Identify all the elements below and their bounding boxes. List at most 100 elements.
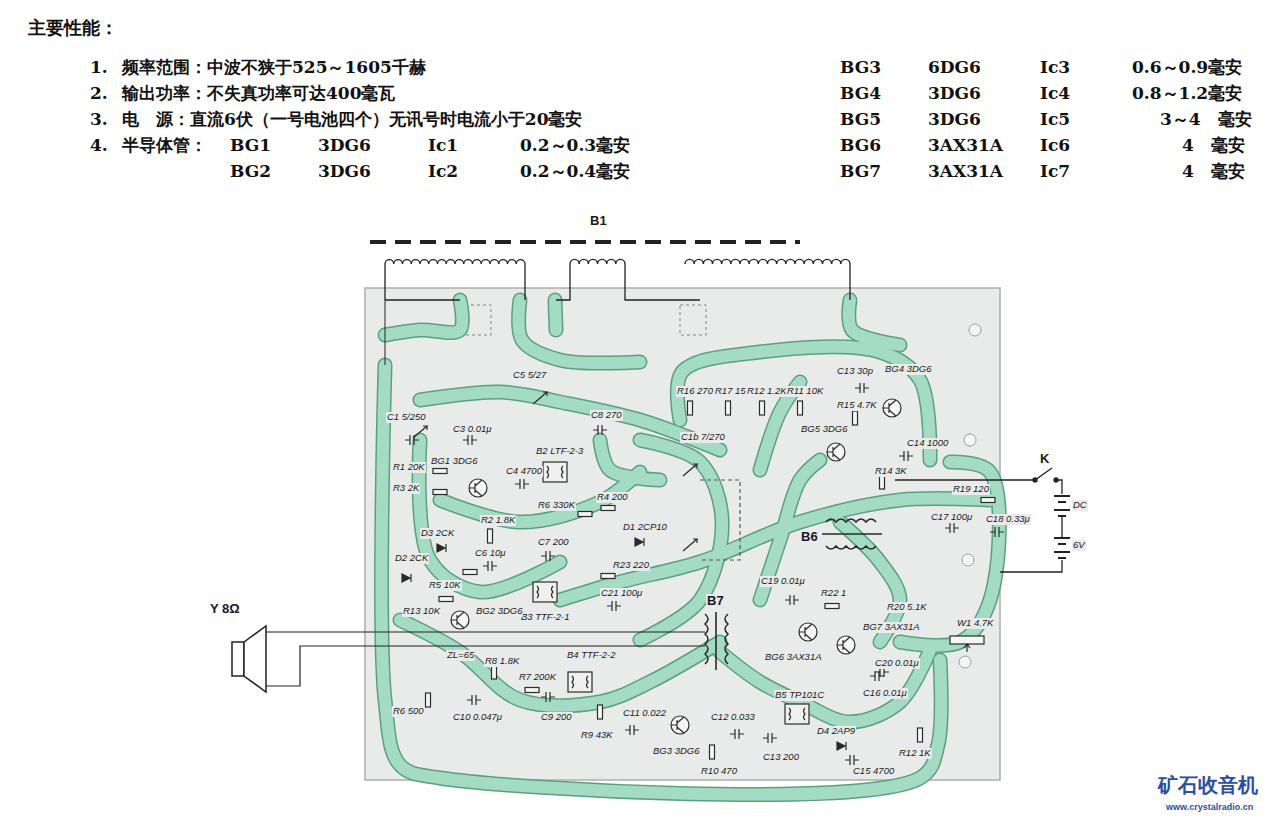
component-label: D4 2AP9 xyxy=(816,726,856,737)
component-label: C7 200 xyxy=(537,537,570,548)
component-label: R16 270 xyxy=(676,386,714,397)
component-label: BG1 3DG6 xyxy=(430,456,478,467)
copper-trace xyxy=(849,300,900,345)
diode-symbol xyxy=(837,742,846,750)
copper-trace xyxy=(600,440,660,480)
component-label: C14 1000 xyxy=(906,438,949,449)
trace-outline xyxy=(640,440,722,640)
trace-group xyxy=(382,300,1000,795)
transistor-leads xyxy=(837,637,850,653)
transistor-symbol xyxy=(827,443,845,461)
component-label: C9 200 xyxy=(540,712,573,723)
transformer-symbol xyxy=(822,519,882,549)
watermark-url: www.crystalradio.cn xyxy=(1166,802,1253,812)
transformer-symbol xyxy=(705,612,728,670)
spec-text: 4 毫安 xyxy=(1182,136,1245,156)
mount-hole xyxy=(959,656,971,668)
spec-text: 4. xyxy=(90,136,108,156)
resistor-symbol xyxy=(598,705,603,719)
component-label: D2 2CK xyxy=(394,553,429,564)
copper-trace xyxy=(555,300,556,330)
antenna-coil xyxy=(685,259,850,264)
component-label: R12 1K xyxy=(898,748,932,759)
part-name: B7 xyxy=(706,594,725,609)
copper-trace xyxy=(420,392,720,450)
part-name: K xyxy=(1040,452,1049,467)
variable-capacitor-arrow xyxy=(533,392,547,404)
spec-text: 3～4 毫安 xyxy=(1160,110,1252,130)
spec-text: 频率范围：中波不狭于525～1605千赫 xyxy=(122,58,426,78)
resistor-symbol xyxy=(880,475,885,489)
resistor-symbol xyxy=(601,574,615,579)
spec-text: 1. xyxy=(90,58,108,78)
transistor-symbol xyxy=(799,623,817,641)
component-label: ZL=65 xyxy=(446,650,475,661)
component-group xyxy=(402,383,1004,765)
coil-winding xyxy=(547,466,563,478)
page-title: 主要性能： xyxy=(28,18,118,39)
component-label: C4 4700 xyxy=(505,466,543,477)
component-label: C12 0.033 xyxy=(710,712,756,723)
copper-trace xyxy=(519,300,640,363)
spec-text: BG2 xyxy=(230,162,271,182)
capacitor-symbol xyxy=(541,551,555,561)
speaker-magnet xyxy=(232,642,244,676)
transistor-symbol xyxy=(837,636,855,654)
component-label: R3 2K xyxy=(392,483,420,494)
capacitor-symbol xyxy=(593,425,607,435)
transistor-symbol xyxy=(671,716,689,734)
capacitor-symbol xyxy=(763,733,777,743)
copper-trace xyxy=(760,460,820,600)
spec-text: BG7 xyxy=(840,162,881,182)
resistor-symbol xyxy=(760,401,765,415)
battery-label: 6V xyxy=(1072,540,1086,551)
copper-trace xyxy=(419,440,560,592)
part-name: B1 xyxy=(590,214,607,229)
coil-winding xyxy=(572,676,588,688)
component-label: C3 0.01μ xyxy=(452,424,492,435)
trace-outline xyxy=(519,300,640,363)
capacitor-symbol xyxy=(990,527,1004,537)
variable-capacitor-arrow xyxy=(683,464,697,476)
spec-text: 6DG6 xyxy=(928,58,981,78)
spec-text: 0.2～0.4毫安 xyxy=(520,162,630,182)
spec-text: 3DG6 xyxy=(318,162,371,182)
battery-group xyxy=(895,468,1070,572)
component-label: R23 220 xyxy=(612,560,650,571)
resistor-symbol xyxy=(463,570,477,575)
spec-text: 3AX31A xyxy=(928,162,1003,182)
component-label: R7 200K xyxy=(518,672,557,683)
component-label: R20 5.1K xyxy=(886,602,928,613)
coil-can xyxy=(568,672,592,692)
variable-capacitor-arrow xyxy=(683,539,697,551)
spec-text: Ic7 xyxy=(1040,162,1070,182)
transistor-leads xyxy=(451,612,464,628)
spec-text: 半导体管： xyxy=(122,136,207,156)
trace-outline xyxy=(400,620,720,706)
switch-contact xyxy=(1054,478,1058,482)
spec-text: Ic5 xyxy=(1040,110,1070,130)
component-label: C1b 7/270 xyxy=(680,432,726,443)
component-label: C15 4700 xyxy=(852,766,895,777)
variable-capacitor-arrow xyxy=(413,426,427,438)
transistor-symbol xyxy=(883,399,901,417)
component-label: R2 1.8K xyxy=(480,515,516,526)
component-label: R10 470 xyxy=(700,766,738,777)
component-label: BG5 3DG6 xyxy=(800,424,848,435)
potentiometer-wiper xyxy=(964,644,970,652)
component-label: R6 500 xyxy=(392,706,425,717)
spec-text: BG6 xyxy=(840,136,881,156)
component-label: C16 0.01μ xyxy=(862,688,908,699)
copper-trace xyxy=(440,472,640,522)
component-label: C13 200 xyxy=(762,752,800,763)
component-label: C21 100μ xyxy=(600,588,643,599)
tuning-gang-outline xyxy=(700,480,740,560)
coil-can xyxy=(785,704,809,724)
component-label: C5 5/27 xyxy=(512,370,547,381)
component-label: C13 30p xyxy=(836,366,874,377)
capacitor-symbol xyxy=(607,601,621,611)
battery-label: DC xyxy=(1072,500,1088,511)
shield-outline xyxy=(680,305,706,335)
component-label: C19 0.01μ xyxy=(760,576,806,587)
resistor-symbol xyxy=(710,745,715,759)
